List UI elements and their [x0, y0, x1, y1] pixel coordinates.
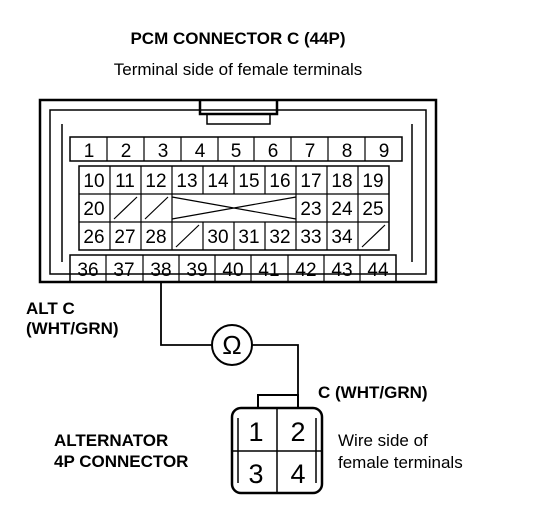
wire-alt-c	[160, 282, 212, 346]
alternator-label-2: 4P CONNECTOR	[54, 452, 188, 471]
wire-left-label-2: (WHT/GRN)	[26, 319, 119, 338]
alternator-label-1: ALTERNATOR	[54, 431, 168, 450]
pcm-pin-36: 36	[77, 260, 98, 281]
pcm-pin-13: 13	[176, 171, 197, 192]
empty-cavity-35	[361, 224, 386, 248]
pcm-pin-6: 6	[268, 141, 279, 162]
wire-side-label-2: female terminals	[338, 453, 463, 472]
pcm-pin-37: 37	[113, 260, 134, 281]
alternator-pin-1: 1	[248, 417, 263, 447]
pcm-pin-27: 27	[114, 227, 135, 248]
empty-cavity-21	[113, 196, 138, 220]
pcm-pin-25: 25	[362, 199, 383, 220]
pcm-connector-housing	[38, 98, 438, 284]
pcm-pin-17: 17	[300, 171, 321, 192]
pcm-pin-28: 28	[145, 227, 166, 248]
pcm-pin-16: 16	[269, 171, 290, 192]
pcm-pin-19: 19	[362, 171, 383, 192]
pcm-pin-5: 5	[231, 141, 242, 162]
pcm-pin-3: 3	[158, 141, 169, 162]
pcm-pin-8: 8	[342, 141, 353, 162]
alternator-pin-2: 2	[290, 417, 305, 447]
pcm-pin-43: 43	[331, 260, 352, 281]
pcm-pin-39: 39	[186, 260, 207, 281]
pcm-pin-2: 2	[121, 141, 132, 162]
pcm-pin-12: 12	[145, 171, 166, 192]
wire-c	[252, 344, 299, 395]
alternator-connector-latch	[257, 394, 299, 409]
alternator-pin-4: 4	[290, 459, 305, 489]
alternator-connector: 1 2 3 4	[230, 394, 324, 495]
pcm-pin-33: 33	[300, 227, 321, 248]
pcm-pin-10: 10	[83, 171, 104, 192]
wire-right-label: C (WHT/GRN)	[318, 383, 428, 402]
pcm-row-1: 1 2 3 4 5 6 7 8 9	[69, 136, 403, 162]
ohmmeter: Ω	[211, 324, 253, 366]
pcm-pin-40: 40	[222, 260, 243, 281]
wire-side-label-1: Wire side of	[338, 431, 428, 450]
pcm-pin-18: 18	[331, 171, 352, 192]
pcm-pin-38: 38	[150, 260, 171, 281]
wire-left-label-1: ALT C	[26, 299, 75, 318]
pcm-rows-2-4: 10 11 12 13 14 15 16 17 18 19 20 23 24 2…	[78, 165, 390, 251]
ohm-icon: Ω	[222, 330, 241, 360]
pcm-pin-7: 7	[305, 141, 316, 162]
pcm-pin-23: 23	[300, 199, 321, 220]
pcm-pin-34: 34	[331, 227, 353, 248]
pcm-pin-41: 41	[258, 260, 279, 281]
ohmmeter-circle	[211, 324, 253, 366]
pcm-pin-20: 20	[83, 199, 104, 220]
pcm-pin-15: 15	[238, 171, 259, 192]
pcm-pin-42: 42	[295, 260, 316, 281]
alternator-pin-3: 3	[248, 459, 263, 489]
pcm-pin-32: 32	[269, 227, 290, 248]
pcm-pin-9: 9	[379, 141, 390, 162]
pcm-pin-11: 11	[115, 171, 135, 192]
pcm-row-5: 36 37 38 39 40 41 42 43 44	[69, 254, 397, 283]
pcm-pin-1: 1	[84, 141, 95, 162]
pcm-pin-4: 4	[195, 141, 206, 162]
connector-subtitle: Terminal side of female terminals	[114, 60, 362, 79]
connector-title: PCM CONNECTOR C (44P)	[130, 29, 345, 48]
pcm-pin-30: 30	[207, 227, 228, 248]
blocked-cavities-x	[171, 196, 297, 220]
empty-cavity-29	[175, 224, 200, 248]
pcm-pin-24: 24	[331, 199, 353, 220]
pcm-pin-31: 31	[238, 227, 259, 248]
pcm-pin-14: 14	[207, 171, 229, 192]
pcm-pin-44: 44	[367, 260, 389, 281]
empty-cavity-22	[144, 196, 169, 220]
pcm-pin-26: 26	[83, 227, 104, 248]
